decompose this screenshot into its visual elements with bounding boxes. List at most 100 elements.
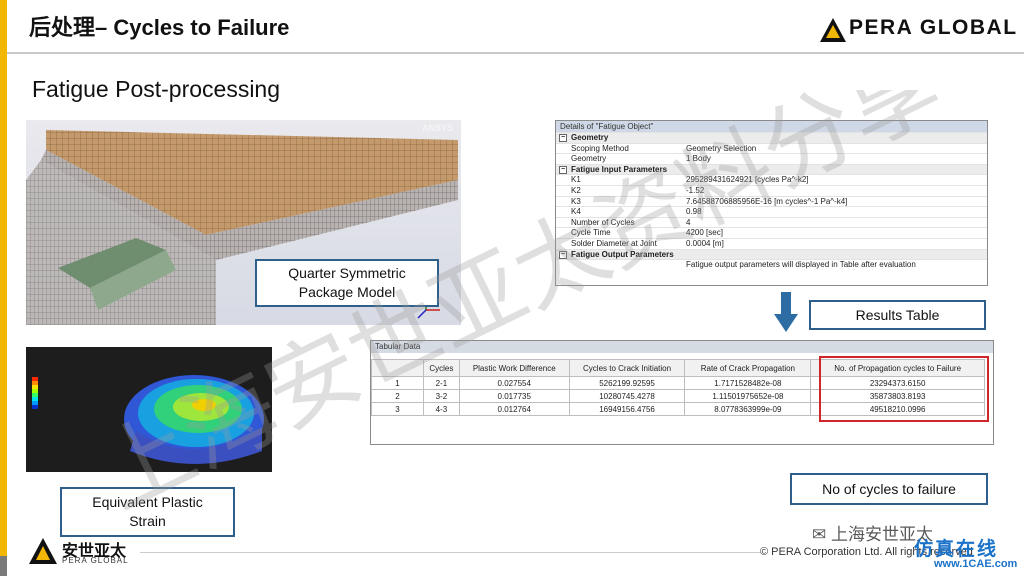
details-row[interactable]: Solder Diameter at Joint 0.0004 [m] (556, 237, 987, 249)
details-row[interactable]: Geometry 1 Body (556, 153, 987, 164)
table-cell: 3-2 (422, 389, 460, 403)
details-value: 295289431624921 [cycles Pa^-k2] (686, 175, 809, 185)
collapse-icon[interactable]: − (559, 134, 567, 142)
details-value: 7.64588706885956E-16 [m cycles^-1 Pa^-k4… (686, 196, 848, 206)
pera-global-logo: PERA GLOBAL (819, 14, 1019, 46)
tabular-panel-title: Tabular Data (371, 341, 993, 353)
copyright-text: © PERA Corporation Ltd. All rights reser… (760, 546, 973, 558)
details-value: 0.98 (686, 207, 702, 217)
strain-line-1: Equivalent Plastic (92, 494, 203, 510)
table-cell: 1.7171528482e-08 (684, 376, 812, 390)
table-row[interactable]: 3 4-3 0.012764 16949156.4756 8.077836399… (371, 402, 985, 416)
group-label: Geometry (571, 133, 609, 142)
table-cell: 5262199.92595 (568, 376, 686, 390)
footer-accent (0, 556, 7, 576)
table-row[interactable]: 1 2-1 0.027554 5262199.92595 1.717152848… (371, 376, 985, 390)
details-panel-title: Details of "Fatigue Object" (556, 121, 987, 132)
column-header[interactable] (371, 359, 424, 377)
details-value: 1 Body (686, 154, 711, 164)
column-header[interactable]: Plastic Work Difference (458, 359, 570, 377)
quarter-model-line-1: Quarter Symmetric (288, 265, 406, 281)
table-cell: 1 (371, 376, 424, 390)
collapse-icon[interactable]: − (559, 250, 567, 259)
failure-cycles-highlight (819, 356, 989, 422)
quarter-model-line-2: Package Model (298, 284, 396, 300)
details-key: K3 (571, 196, 581, 206)
slide-header: 后处理– Cycles to Failure PERA GLOBAL (7, 0, 1024, 52)
quarter-model-callout: Quarter Symmetric Package Model (255, 259, 439, 307)
wechat-text: 上海安世亚太 (830, 525, 933, 544)
footer-logo-en: PERA GLOBAL (62, 556, 129, 565)
strain-line-2: Strain (129, 513, 166, 529)
group-geometry[interactable]: − Geometry (556, 132, 987, 143)
results-table: Cycles Plastic Work Difference Cycles to… (371, 359, 985, 416)
table-cell: 4-3 (422, 402, 460, 416)
cycles-to-failure-callout: No of cycles to failure (790, 473, 988, 505)
mesh-model-render (26, 130, 458, 325)
pera-triangle-icon (820, 18, 846, 42)
fatigue-details-panel: Details of "Fatigue Object" − Geometry S… (555, 120, 988, 286)
strain-contour-render (32, 375, 264, 464)
site-name-cn: 仿真在线 (914, 539, 999, 560)
table-cell: 2 (371, 389, 424, 403)
details-row[interactable]: Number of Cycles 4 (556, 216, 987, 228)
details-key: Geometry (571, 154, 607, 164)
details-row[interactable]: K3 7.64588706885956E-16 [m cycles^-1 Pa^… (556, 195, 987, 207)
details-row[interactable]: K1 295289431624921 [cycles Pa^-k2] (556, 174, 987, 185)
details-row[interactable]: Cycle Time 4200 [sec] (556, 227, 987, 238)
details-key: K2 (571, 185, 581, 195)
section-subtitle: Fatigue Post-processing (32, 76, 281, 102)
details-row[interactable]: Fatigue output parameters will displayed… (556, 259, 987, 270)
group-fatigue-input[interactable]: − Fatigue Input Parameters (556, 163, 987, 175)
details-key: K4 (571, 207, 581, 217)
table-header-row: Cycles Plastic Work Difference Cycles to… (371, 359, 985, 377)
column-header[interactable]: Cycles to Crack Initiation (568, 359, 686, 377)
table-cell: 10280745.4278 (568, 389, 686, 403)
table-cell: 16949156.4756 (568, 402, 686, 416)
details-key: Number of Cycles (571, 217, 635, 227)
package-model-image: ANSYS (26, 120, 461, 325)
footer-logo-cn: 安世亚太 (62, 543, 127, 560)
details-row[interactable]: K2 -1.52 (556, 184, 987, 196)
table-cell: 3 (371, 402, 424, 416)
details-value: Geometry Selection (686, 143, 757, 153)
column-header[interactable]: Cycles (422, 359, 460, 377)
table-cell: 8.0778363999e-09 (684, 402, 812, 416)
details-key: K1 (571, 175, 581, 185)
details-value: 0.0004 [m] (686, 238, 724, 248)
table-cell: 0.012764 (458, 402, 570, 416)
slide-title: 后处理– Cycles to Failure (29, 15, 290, 40)
wechat-icon: ✉ (812, 525, 827, 544)
table-row[interactable]: 2 3-2 0.017735 10280745.4278 1.115019756… (371, 389, 985, 403)
footer-logo: 安世亚太 PERA GLOBAL (28, 534, 138, 570)
column-header[interactable]: No. of Propagation cycles to Failure (810, 359, 985, 377)
table-cell: 1.11501975652e-08 (684, 389, 812, 403)
details-row[interactable]: K4 0.98 (556, 206, 987, 217)
arrow-down-icon (774, 292, 798, 332)
details-row[interactable]: Scoping Method Geometry Selection (556, 142, 987, 154)
logo-text: PERA GLOBAL (849, 16, 1018, 39)
collapse-icon[interactable]: − (559, 165, 567, 174)
site-badge[interactable]: 仿真在线 www.1CAE.com (906, 534, 1020, 574)
details-key: Cycle Time (571, 228, 611, 238)
results-table-callout: Results Table (809, 300, 986, 330)
accent-bar (0, 0, 7, 576)
header-divider (7, 52, 1024, 54)
strain-callout: Equivalent Plastic Strain (60, 487, 235, 537)
details-value: -1.52 (686, 185, 705, 195)
site-url[interactable]: www.1CAE.com (934, 558, 1018, 570)
group-fatigue-output[interactable]: − Fatigue Output Parameters (556, 248, 987, 260)
table-cell: 49518210.0996 (810, 402, 985, 416)
details-value: 4200 [sec] (686, 228, 723, 238)
footer-divider (140, 552, 760, 553)
table-cell: 0.027554 (458, 376, 570, 390)
details-value: Fatigue output parameters will displayed… (686, 260, 916, 270)
equivalent-strain-image (26, 347, 272, 472)
group-label: Fatigue Input Parameters (571, 164, 668, 174)
column-header[interactable]: Rate of Crack Propagation (684, 359, 812, 377)
details-value: 4 (686, 217, 691, 227)
cycles-to-failure-label: No of cycles to failure (822, 480, 956, 497)
table-cell: 2-1 (422, 376, 460, 390)
details-key: Scoping Method (571, 143, 629, 153)
ansys-label: ANSYS (421, 123, 453, 133)
